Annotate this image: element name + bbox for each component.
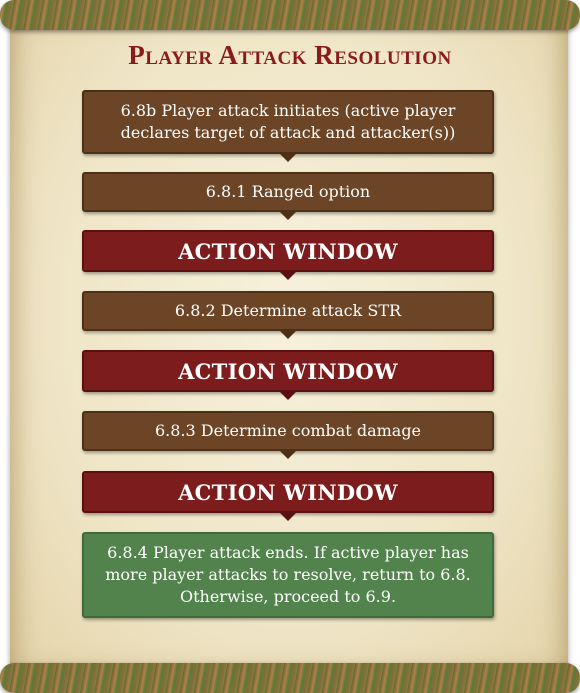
down-arrow-icon	[279, 271, 297, 280]
action-window-label: ACTION WINDOW	[178, 238, 398, 264]
down-arrow-icon	[279, 153, 297, 162]
down-arrow-icon	[279, 211, 297, 220]
page-title: Player Attack Resolution	[128, 40, 452, 70]
step-6-8-2: 6.8.2 Determine attack STR	[82, 291, 494, 339]
step-6-8-3: 6.8.3 Determine combat damage	[82, 411, 494, 459]
step-label: 6.8.3 Determine combat damage	[154, 421, 422, 440]
top-vine-border	[0, 0, 580, 30]
step-label: 6.8b Player attack initiates (active pla…	[120, 101, 456, 142]
down-arrow-icon	[279, 391, 297, 400]
step-label: 6.8.2 Determine attack STR	[174, 301, 402, 320]
action-window-label: ACTION WINDOW	[178, 479, 398, 505]
bottom-vine-border	[0, 663, 580, 693]
step-6-8-1: 6.8.1 Ranged option	[82, 172, 494, 220]
action-window-label: ACTION WINDOW	[178, 358, 398, 384]
step-label: 6.8.4 Player attack ends. If active play…	[105, 543, 471, 606]
step-6-8-4: 6.8.4 Player attack ends. If active play…	[82, 532, 494, 618]
down-arrow-icon	[279, 512, 297, 521]
step-6-8b: 6.8b Player attack initiates (active pla…	[82, 90, 494, 162]
action-window-2: ACTION WINDOW	[82, 350, 494, 400]
step-label: 6.8.1 Ranged option	[205, 182, 371, 201]
down-arrow-icon	[279, 450, 297, 459]
down-arrow-icon	[279, 330, 297, 339]
action-window-1: ACTION WINDOW	[82, 230, 494, 280]
action-window-3: ACTION WINDOW	[82, 471, 494, 521]
